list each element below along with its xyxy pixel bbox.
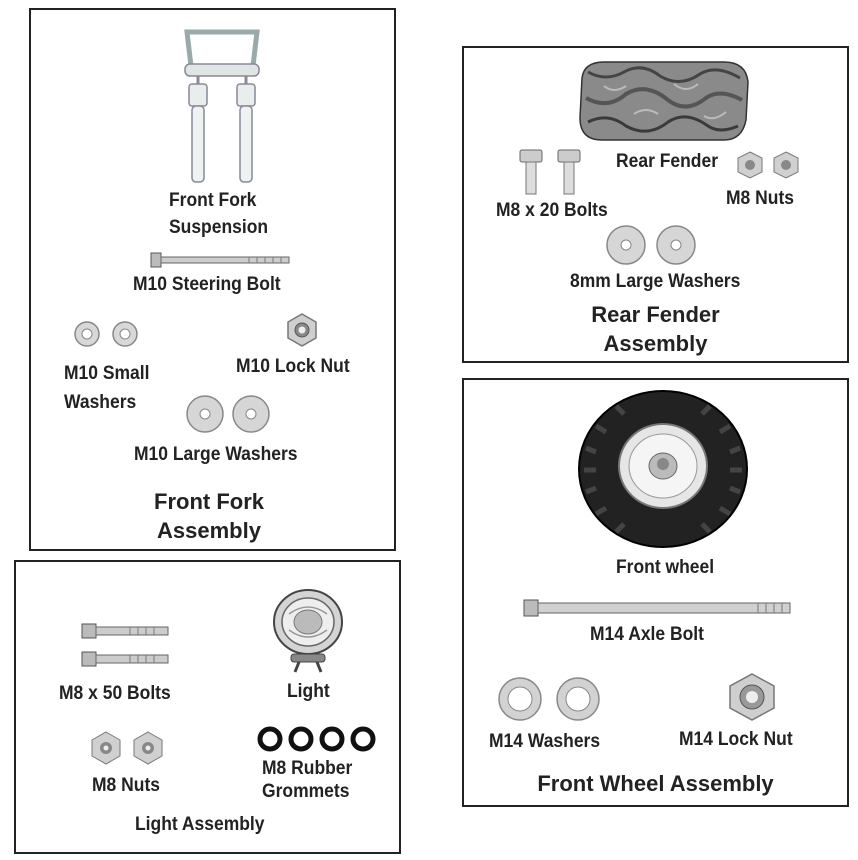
m14-lock-nut-label: M14 Lock Nut: [679, 729, 793, 750]
rear-m8-nuts-label: M8 Nuts: [726, 188, 794, 209]
light-image: [269, 584, 347, 674]
m8x50-bolts-label: M8 x 50 Bolts: [59, 683, 171, 704]
m14-axle-bolt-label: M14 Axle Bolt: [590, 624, 704, 645]
steering-bolt-image: [149, 250, 291, 270]
m10-large-washers-label: M10 Large Washers: [134, 444, 298, 465]
rear-fender-title-line2: Assembly: [603, 330, 708, 356]
front-fork-title-line2: Assembly: [157, 517, 261, 543]
m14-axle-bolt-image: [522, 596, 794, 620]
m14-lock-nut-image: [726, 672, 778, 722]
m10-small-washers-image: [73, 320, 143, 348]
rear-fender-title-line1: Rear Fender: [591, 302, 720, 327]
light-assembly-title: Light Assembly: [135, 814, 265, 835]
front-fork-assembly-panel: Front Fork Suspension M10 Steering Bolt …: [29, 8, 396, 551]
front-fork-assembly-title: Front Fork Assembly: [31, 488, 387, 545]
8mm-large-washers-image: [604, 224, 698, 266]
rear-fender-label: Rear Fender: [616, 151, 719, 172]
fork-suspension-label-line2: Suspension: [169, 217, 269, 238]
m10-lock-nut-label: M10 Lock Nut: [236, 356, 350, 377]
rear-m8-nuts-image: [734, 150, 804, 182]
8mm-large-washers-label: 8mm Large Washers: [570, 271, 741, 292]
front-fork-suspension-image: [179, 26, 265, 186]
front-fork-title-line1: Front Fork: [154, 489, 264, 514]
m8x20-bolts-label: M8 x 20 Bolts: [496, 200, 608, 221]
grommets-label-line1: M8 Rubber: [262, 758, 353, 779]
light-assembly-panel: M8 x 50 Bolts Light M8 Nuts M: [14, 560, 401, 854]
small-washers-label-line2: Washers: [64, 392, 137, 413]
m8x20-bolts-image: [516, 148, 586, 196]
m8-rubber-grommets-image: [256, 724, 378, 754]
small-washers-label-line1: M10 Small: [64, 363, 150, 384]
front-wheel-image: [576, 388, 750, 550]
m10-lock-nut-image: [284, 312, 320, 348]
m10-large-washers-image: [185, 394, 273, 434]
m8x50-bolts-image: [80, 620, 172, 672]
fork-suspension-label-line1: Front Fork: [169, 190, 257, 211]
light-label: Light: [287, 681, 330, 702]
front-wheel-assembly-title: Front Wheel Assembly: [537, 771, 774, 796]
rear-fender-assembly-title: Rear Fender Assembly: [464, 301, 847, 358]
grommets-label-line2: Grommets: [262, 781, 350, 802]
front-wheel-assembly-panel: Front wheel M14 Axle Bolt M14 Washers M1…: [462, 378, 849, 807]
front-wheel-label: Front wheel: [616, 557, 715, 578]
rear-fender-assembly-panel: Rear Fender M8 Nuts M8 x 20 Bolts 8mm La…: [462, 46, 849, 363]
rear-fender-image: [574, 58, 752, 144]
m14-washers-image: [496, 676, 604, 722]
steering-bolt-label: M10 Steering Bolt: [133, 274, 281, 295]
light-m8-nuts-image: [88, 730, 168, 766]
m14-washers-label: M14 Washers: [489, 731, 601, 752]
light-m8-nuts-label: M8 Nuts: [92, 775, 160, 796]
